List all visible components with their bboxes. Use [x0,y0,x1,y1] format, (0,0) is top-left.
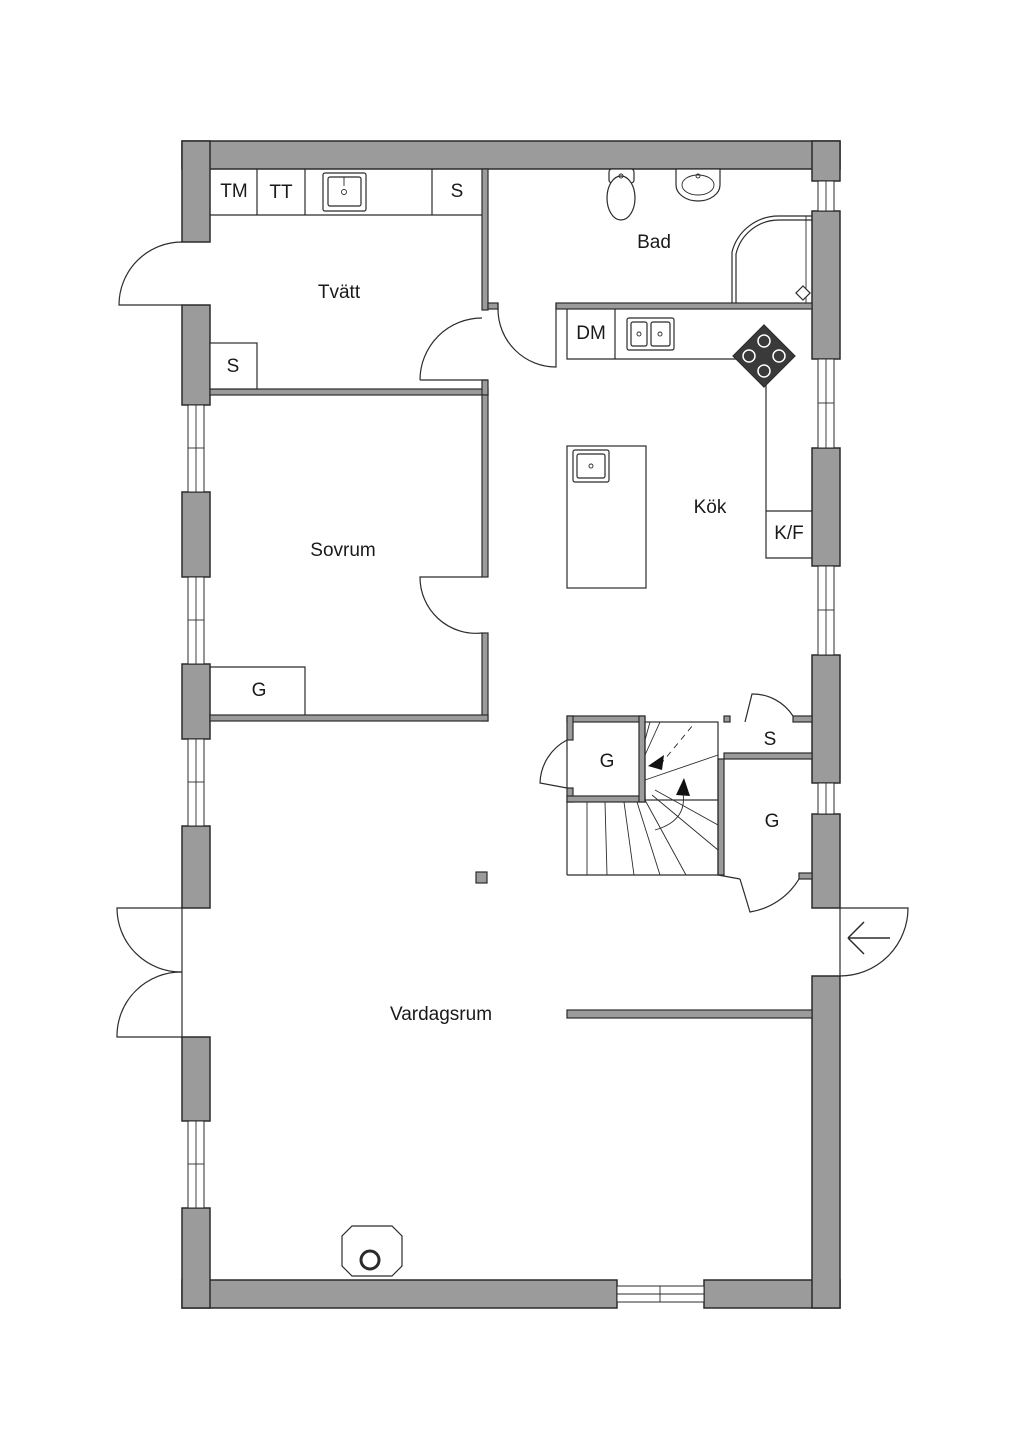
window-left-4 [187,1120,205,1209]
door-bad[interactable] [497,303,557,368]
washbasin-icon [675,168,721,202]
interior-walls [209,168,813,1019]
fixture-labels: TM TT S S DM K/F G G S G [220,181,804,832]
room-label-tvatt: Tvätt [318,282,361,303]
label-kf: K/F [774,523,804,544]
label-dm: DM [576,323,606,344]
window-right-4 [817,782,835,815]
window-left-3 [187,738,205,827]
exterior-walls [181,140,841,1309]
column-icon [475,871,488,884]
door-g-closet-stair[interactable] [539,739,568,789]
shower-icon [731,215,812,303]
doors [116,241,909,1038]
door-tvatt-exterior[interactable] [118,241,183,306]
label-s-hall: S [764,729,777,750]
door-s-closet[interactable] [744,693,794,723]
entrance-arrow-icon [847,921,890,955]
label-g-stair: G [600,751,615,772]
sovrum-wardrobe [210,666,306,715]
stove-icon [732,324,796,388]
label-g-hall: G [765,811,780,832]
window-left-1 [187,404,205,493]
label-tm: TM [220,181,247,202]
staircase [566,721,719,876]
room-label-sovrum: Sovrum [310,540,375,561]
windows [187,180,835,1303]
door-vardagsrum-left[interactable] [116,907,183,1038]
door-tvatt[interactable] [419,317,483,381]
label-s-tvatt-top: S [451,181,464,202]
door-sovrum[interactable] [419,576,483,634]
door-entrance[interactable] [839,907,909,977]
label-s-tvatt-bottom: S [227,356,240,377]
window-right-2 [817,358,835,449]
fireplace-icon [341,1225,403,1277]
kok-counter [566,309,812,589]
door-g-closet-right[interactable] [717,874,800,913]
toilet-icon [606,168,636,221]
label-g-sovrum: G [252,680,267,701]
sink-icon [626,317,675,351]
stair-arrow-icon [648,755,690,796]
sink-icon [322,172,367,212]
room-labels: Tvätt Bad Sovrum Kök Vardagsrum [310,232,727,1025]
window-right-3 [817,565,835,656]
sink-icon [572,449,610,483]
window-bottom [616,1285,705,1303]
room-label-kok: Kök [694,497,727,518]
bad-fixtures [606,168,812,303]
window-right-1 [817,180,835,212]
window-left-2 [187,576,205,665]
tvatt-counter [209,169,482,390]
label-tt: TT [269,182,293,203]
room-label-vardagsrum: Vardagsrum [390,1004,492,1025]
room-label-bad: Bad [637,232,671,253]
